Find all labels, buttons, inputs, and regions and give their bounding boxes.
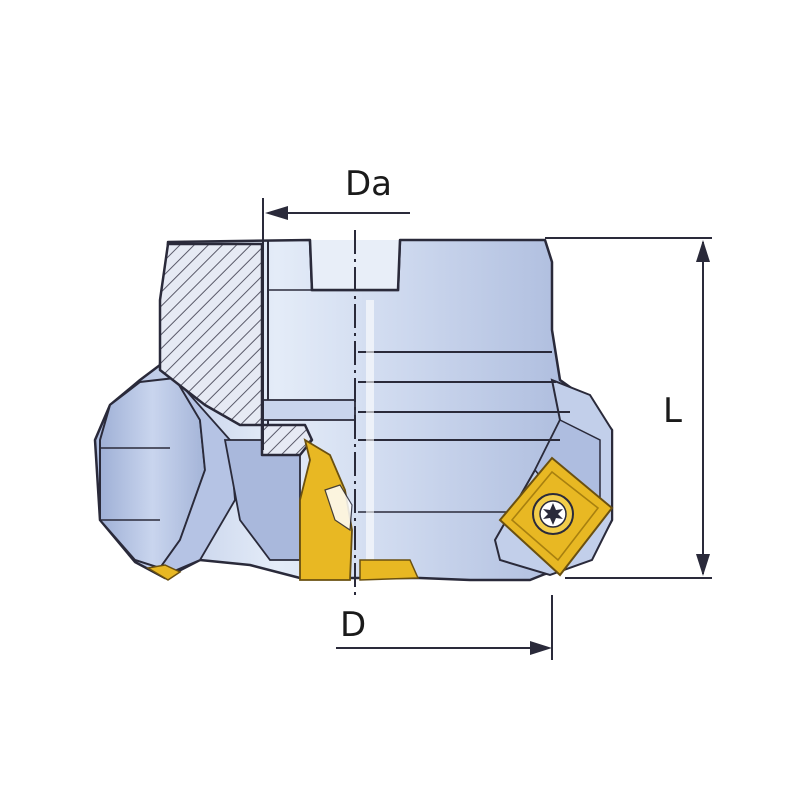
d-arrow-icon [530, 641, 552, 655]
insert-center-flank [359, 559, 420, 581]
dimension-da: Da [262, 164, 410, 450]
l-label: L [663, 391, 682, 431]
l-arrow-up-icon [696, 240, 710, 262]
d-label: D [340, 605, 366, 645]
insert-center-chip [324, 484, 353, 532]
insert-center [299, 438, 353, 581]
da-label: Da [345, 164, 392, 204]
insert-left [145, 564, 182, 581]
da-arrow-icon [265, 206, 288, 220]
insert-right-inner [510, 470, 600, 562]
l-arrow-down-icon [696, 554, 710, 576]
dimension-d: D [336, 595, 553, 660]
torx-screw-icon [532, 493, 574, 535]
bore-shoulder [261, 399, 356, 421]
inserts [145, 438, 614, 581]
dimension-l: L [545, 237, 712, 579]
